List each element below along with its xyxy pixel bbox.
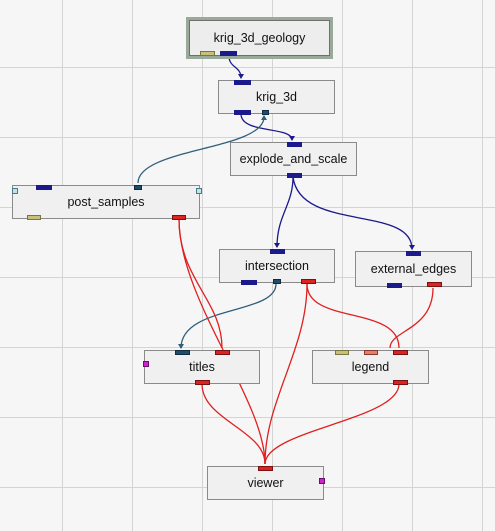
side-port[interactable] [319, 478, 325, 484]
right-port[interactable] [196, 188, 202, 194]
module-label: external_edges [370, 262, 457, 276]
module-explode-and-scale[interactable]: explode_and_scale [230, 142, 357, 178]
input-port-render[interactable] [215, 350, 230, 355]
module-label: intersection [245, 259, 309, 273]
side-port[interactable] [143, 361, 149, 367]
input-port-field[interactable] [406, 251, 421, 256]
output-port-render[interactable] [301, 279, 316, 284]
input-port-geometry[interactable] [175, 350, 190, 355]
arrowhead-3 [274, 243, 280, 248]
module-label: krig_3d [256, 90, 297, 104]
arrowhead-1 [289, 136, 295, 141]
module-label: viewer [247, 476, 284, 490]
module-external-edges[interactable]: external_edges [355, 251, 472, 288]
input-port-field[interactable] [287, 142, 302, 147]
output-port-geometry[interactable] [262, 110, 269, 115]
input-port-field[interactable] [270, 249, 285, 254]
output-port-render[interactable] [427, 282, 442, 287]
wire-intersection-to-viewer[interactable] [264, 283, 308, 465]
output-port-geometry[interactable] [273, 279, 281, 284]
wire-krig3d-to-explode[interactable] [240, 113, 293, 141]
wire-explode-to-external-edges[interactable] [292, 176, 413, 250]
wire-krig3d-to-post-samples[interactable] [137, 116, 265, 184]
output-port-field[interactable] [220, 51, 237, 56]
module-krig-3d[interactable]: krig_3d [218, 80, 335, 115]
wire-post-samples-to-viewer[interactable] [178, 218, 266, 465]
wire-post-samples-to-titles[interactable] [178, 218, 223, 349]
output-port-render[interactable] [393, 380, 408, 385]
module-label: explode_and_scale [239, 152, 348, 166]
module-post-samples[interactable]: post_samples [12, 185, 202, 220]
input-port-field[interactable] [36, 185, 52, 190]
module-krig-3d-geology[interactable]: krig_3d_geology [189, 20, 330, 56]
input-port-salmon[interactable] [364, 350, 378, 355]
input-port-field[interactable] [234, 80, 251, 85]
output-port-field[interactable] [234, 110, 251, 115]
input-port-geometry[interactable] [134, 185, 142, 190]
module-label: post_samples [67, 195, 145, 209]
output-port-field[interactable] [387, 283, 402, 288]
module-label: krig_3d_geology [213, 31, 306, 45]
input-port-render[interactable] [258, 466, 273, 471]
arrowhead-2 [261, 115, 267, 120]
output-port-khaki[interactable] [27, 215, 41, 220]
wire-legend-to-viewer[interactable] [264, 383, 400, 465]
arrowhead-4 [409, 245, 415, 250]
wire-explode-to-intersection[interactable] [276, 176, 294, 248]
output-port-khaki[interactable] [200, 51, 215, 56]
input-port-render[interactable] [393, 350, 408, 355]
input-port-khaki[interactable] [335, 350, 349, 355]
arrowhead-0 [238, 74, 244, 79]
module-label: legend [351, 360, 390, 374]
wire-external-edges-to-legend[interactable] [389, 287, 434, 349]
output-port-render[interactable] [172, 215, 186, 220]
wire-titles-to-viewer[interactable] [201, 383, 266, 465]
arrowhead-5 [178, 344, 184, 349]
wire-intersection-to-titles[interactable] [180, 283, 277, 349]
output-port-field[interactable] [241, 280, 257, 285]
module-titles[interactable]: titles [143, 350, 260, 385]
module-viewer[interactable]: viewer [207, 466, 325, 500]
output-port-field[interactable] [287, 173, 302, 178]
module-legend[interactable]: legend [312, 350, 429, 385]
left-port[interactable] [12, 188, 18, 194]
output-port-render[interactable] [195, 380, 210, 385]
module-label: titles [189, 360, 215, 374]
module-intersection[interactable]: intersection [219, 249, 335, 285]
wire-intersection-to-legend[interactable] [306, 283, 400, 349]
